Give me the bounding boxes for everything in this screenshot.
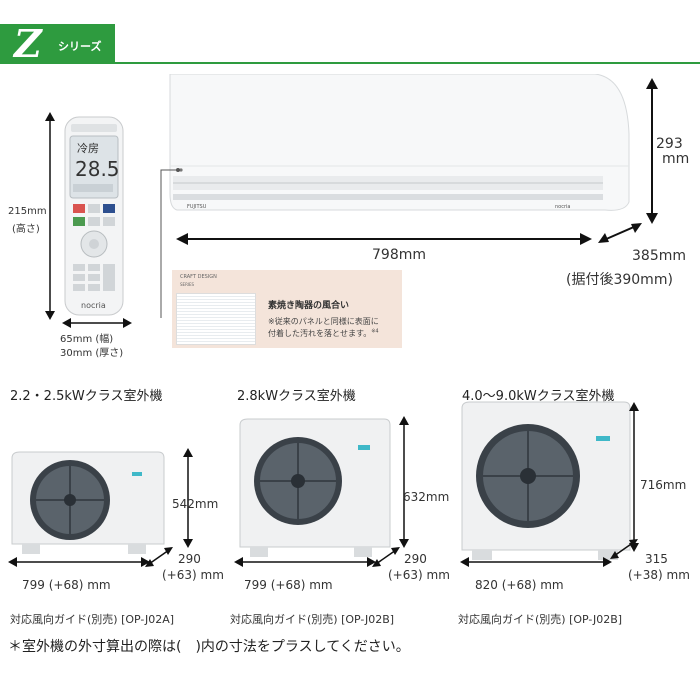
outdoor3-unit-image (461, 401, 631, 560)
remote-brand: nocria (81, 301, 106, 310)
outdoor2-height-arrow (399, 416, 409, 548)
indoor-width-arrow (176, 233, 592, 245)
indoor-height-arrow (646, 78, 658, 224)
outdoor1-depth: 290 (178, 552, 201, 566)
outdoor1-guide: 対応風向ガイド(別売) [OP-J02A] (10, 613, 175, 626)
indoor-depth-note: (据付後390mm) (566, 272, 673, 288)
outdoor3-width-arrow (460, 557, 612, 567)
outdoor1-height-arrow (183, 448, 193, 548)
outdoor2-width-arrow (234, 557, 376, 567)
indoor-depth-arrow (598, 223, 642, 243)
outdoor2-depth-arrow (372, 547, 400, 567)
remote-height-value: 215mm (8, 206, 47, 217)
outdoor2-title: 2.8kWクラス室外機 (237, 389, 356, 404)
remote-height-arrow (45, 112, 55, 320)
indoor-depth-value: 385mm (632, 248, 686, 264)
remote-control-image: 冷房 28.5 nocria (64, 116, 124, 316)
craft-callout-line (160, 168, 180, 318)
indoor-unit-image: FUJITSU nocria (169, 74, 630, 211)
outdoor2-unit-image (239, 418, 391, 557)
craft-note-mark: ※4 (371, 328, 379, 335)
series-word: シリーズ (58, 40, 102, 53)
craft-tag-line1: CRAFT DESIGN (180, 274, 217, 280)
craft-texture-swatch (176, 293, 256, 345)
outdoor1-unit-image (11, 451, 165, 554)
outdoor2-depth: 290 (404, 552, 427, 566)
outdoor1-depth-arrow (145, 547, 173, 567)
outdoor3-title: 4.0〜9.0kWクラス室外機 (462, 389, 615, 404)
outdoor3-width: 820 (+68) mm (475, 578, 564, 592)
series-badge: Z シリーズ (0, 21, 115, 66)
outdoor1-height: 542mm (172, 497, 219, 511)
outdoor3-height: 716mm (640, 478, 687, 492)
remote-screen-mode: 冷房 (77, 142, 99, 155)
indoor-height-unit: mm (662, 151, 690, 167)
remote-height-label: (高さ) (12, 224, 40, 235)
indoor-width-value: 798mm (372, 247, 426, 263)
series-letter: Z (14, 21, 42, 66)
outdoor2-width: 799 (+68) mm (244, 578, 333, 592)
outdoor1-title: 2.2・2.5kWクラス室外機 (10, 389, 163, 404)
outdoor2-depth-add: (+63) mm (388, 568, 450, 582)
outdoor3-depth-arrow (610, 539, 638, 559)
indoor-brand-right: nocria (555, 204, 571, 210)
craft-title: 素焼き陶器の風合い (268, 301, 350, 311)
remote-width-arrow (62, 318, 132, 328)
outdoor2-guide: 対応風向ガイド(別売) [OP-J02B] (230, 613, 395, 626)
remote-screen-temp: 28.5 (75, 157, 120, 181)
footnote: ＊室外機の外寸算出の際は( )内の寸法をプラスしてください。 (8, 639, 410, 655)
header-divider (0, 62, 700, 64)
craft-note-line1: ※従来のパネルと同様に表面に (268, 317, 379, 326)
craft-note-line2: 付着した汚れを落とせます。※4 (268, 328, 379, 339)
outdoor2-height: 632mm (403, 490, 450, 504)
outdoor3-depth-add: (+38) mm (628, 568, 690, 582)
indoor-height-value: 293 (656, 136, 683, 152)
outdoor1-width-arrow (8, 557, 150, 567)
outdoor1-width: 799 (+68) mm (22, 578, 111, 592)
outdoor3-depth: 315 (645, 552, 668, 566)
remote-width-value: 65mm (幅) (60, 334, 114, 345)
craft-note-line2-text: 付着した汚れを落とせます。 (268, 329, 372, 338)
outdoor3-height-arrow (629, 402, 639, 552)
indoor-brand-left: FUJITSU (187, 204, 207, 210)
outdoor1-depth-add: (+63) mm (162, 568, 224, 582)
craft-tag-line2: SERIES (180, 282, 195, 287)
outdoor3-guide: 対応風向ガイド(別売) [OP-J02B] (458, 613, 623, 626)
remote-depth-value: 30mm (厚さ) (60, 348, 124, 359)
